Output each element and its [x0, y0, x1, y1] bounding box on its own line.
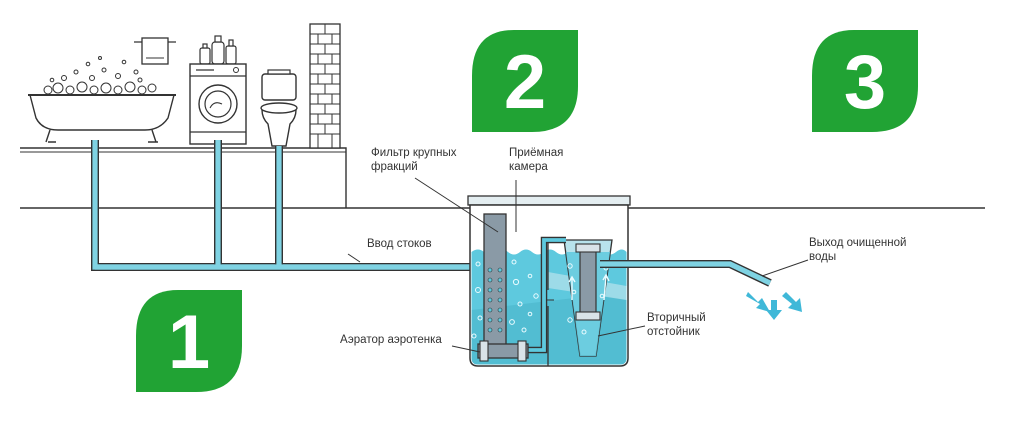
airlift-pipe [528, 236, 566, 354]
step-number-3: 3 [844, 40, 886, 125]
secondary-clarifier [563, 239, 613, 357]
step-number-1: 1 [168, 300, 210, 385]
house-foundation [20, 147, 347, 208]
label-treated-outlet: Выход очищенной воды [809, 237, 907, 263]
outlet-pipe [600, 260, 772, 287]
label-sewage-inlet: Ввод стоков [367, 238, 432, 250]
coarse-filter [483, 213, 507, 355]
label-aerator: Аэратор аэротенка [340, 334, 442, 346]
step-badge-3: 3 [812, 30, 918, 132]
detergent-bottles-icon [199, 35, 237, 65]
bathtub-icon [28, 56, 176, 143]
label-coarse-filter: Фильтр крупных фракций [371, 147, 457, 173]
brick-wall-icon [309, 23, 341, 149]
label-secondary-clarifier: Вторичный отстойник [647, 312, 706, 338]
aerator [477, 340, 529, 362]
step-badge-1: 1 [136, 290, 242, 392]
aeration-bubbles [471, 259, 539, 339]
towel-rack-icon [134, 37, 176, 65]
label-receiving-chamber: Приёмная камера [509, 147, 564, 173]
toilet-icon [260, 69, 298, 147]
step-number-2: 2 [504, 40, 546, 125]
step-badge-2: 2 [472, 30, 578, 132]
washing-machine-icon [189, 63, 247, 145]
outflow-arrows-icon [746, 292, 802, 320]
leader-lines [347, 177, 809, 353]
sewer-pipes [91, 140, 478, 271]
